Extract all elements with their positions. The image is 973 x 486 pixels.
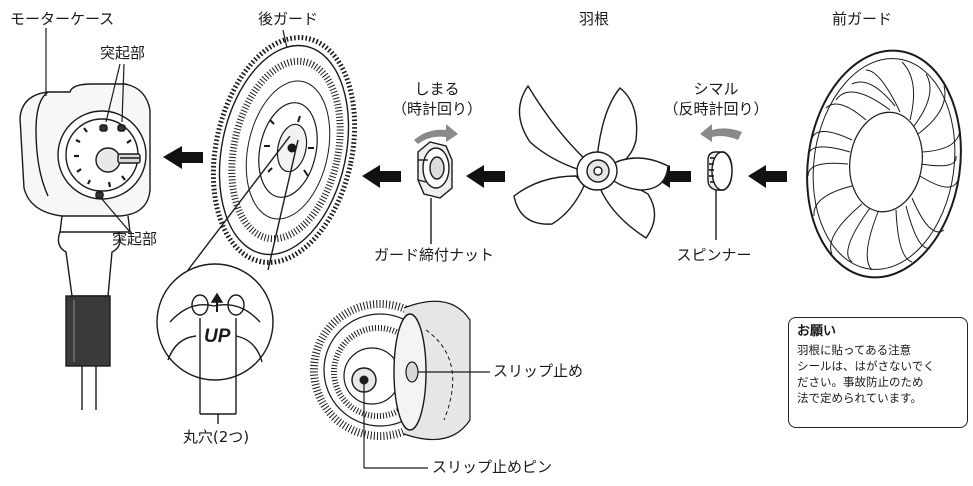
arrow-left-2 [362, 165, 401, 188]
guard-nut-illustration [417, 141, 453, 244]
label-protrusion-bottom: 突起部 [112, 230, 158, 248]
spinner-illustration [707, 151, 733, 240]
arrow-left-3 [466, 165, 505, 188]
arrow-left-1 [163, 146, 203, 169]
label-slip-stop-pin: スリップ止めピン [432, 458, 553, 476]
label-tighten-spinner-direction: （反時計回り） [663, 100, 769, 118]
motor-case-leaders [45, 28, 131, 233]
notice-line: ださい。事故防止のため [797, 375, 924, 389]
rear-guard-leader [282, 29, 288, 49]
label-guard-nut: ガード締付ナット [373, 246, 495, 264]
label-tighten-direction: （時計回り） [391, 100, 483, 118]
counterclockwise-arrow [700, 124, 742, 142]
notice-box: お願い 羽根に貼ってある注意 シールは、はがさないでく ださい。事故防止のため … [788, 317, 968, 428]
label-rear-guard: 後ガード [258, 10, 319, 28]
label-round-holes: 丸穴(2つ) [182, 428, 250, 446]
label-slip-stop: スリップ止め [493, 362, 584, 380]
rear-guard-illustration [210, 35, 358, 265]
notice-line: 法で定められています。 [797, 391, 923, 405]
up-mark-magnifier [156, 135, 299, 424]
label-blade: 羽根 [578, 10, 610, 28]
clockwise-arrow [414, 124, 458, 144]
label-tighten: しまる [414, 80, 460, 98]
label-spinner: スピンナー [676, 246, 752, 264]
notice-title: お願い [797, 324, 837, 339]
label-tighten-spinner: シマル [693, 80, 739, 98]
notice-line: 羽根に貼ってある注意 [797, 343, 912, 357]
slip-stop-closeup [310, 300, 490, 469]
front-guard-illustration [806, 49, 962, 279]
label-front-guard: 前ガード [831, 10, 893, 28]
arrow-left-5 [748, 165, 787, 188]
motor-case-illustration [19, 83, 151, 410]
label-motor-case: モーターケース [10, 10, 115, 28]
fan-blade-illustration [513, 84, 669, 239]
label-protrusion-top: 突起部 [100, 44, 146, 62]
notice-line: シールは、はがさないでく [797, 359, 935, 373]
up-mark-text: UP [204, 326, 231, 347]
